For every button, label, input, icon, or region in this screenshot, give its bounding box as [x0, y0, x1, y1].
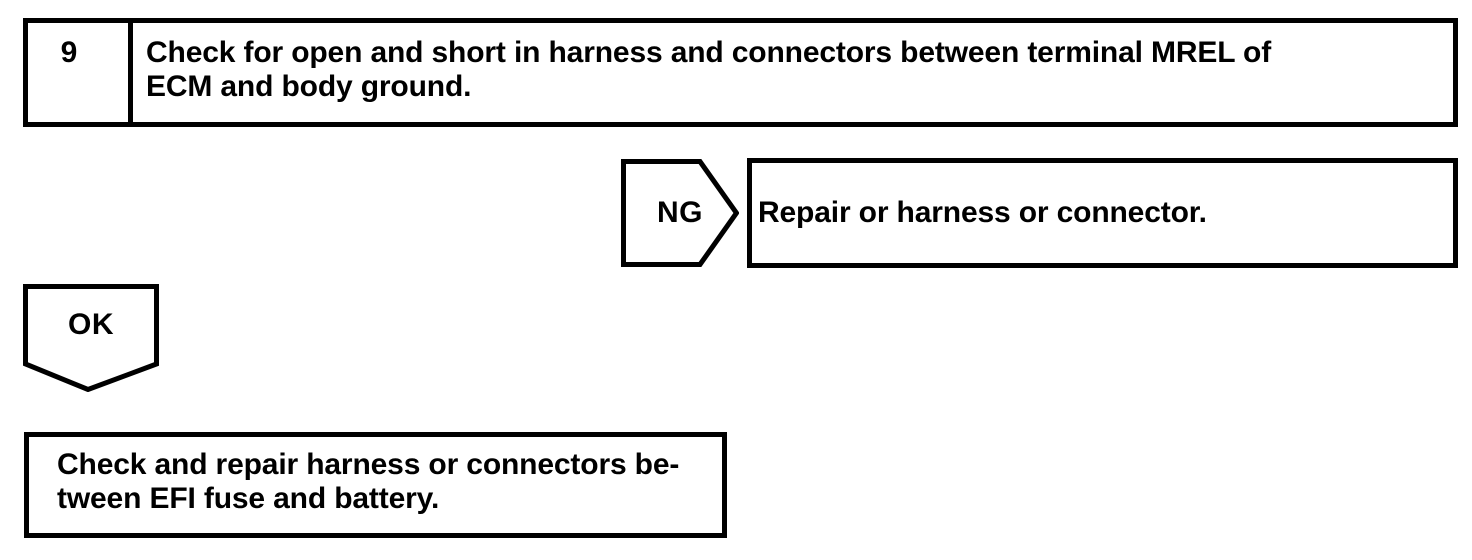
ng-label: NG	[657, 196, 703, 229]
ng-pointer: NG	[621, 159, 739, 267]
step-number: 9	[28, 23, 133, 122]
ok-pointer: OK	[23, 284, 159, 392]
ng-arrow-icon	[621, 159, 739, 267]
ok-result-box: Check and repair harness or connectors b…	[24, 432, 727, 538]
step-instruction-text: Check for open and short in harness and …	[146, 36, 1272, 103]
step-instruction-box: 9 Check for open and short in harness an…	[23, 18, 1458, 127]
ng-result-box: Repair or harness or connector.	[747, 158, 1458, 268]
ok-label: OK	[68, 308, 114, 341]
ok-arrow-icon	[23, 284, 159, 392]
